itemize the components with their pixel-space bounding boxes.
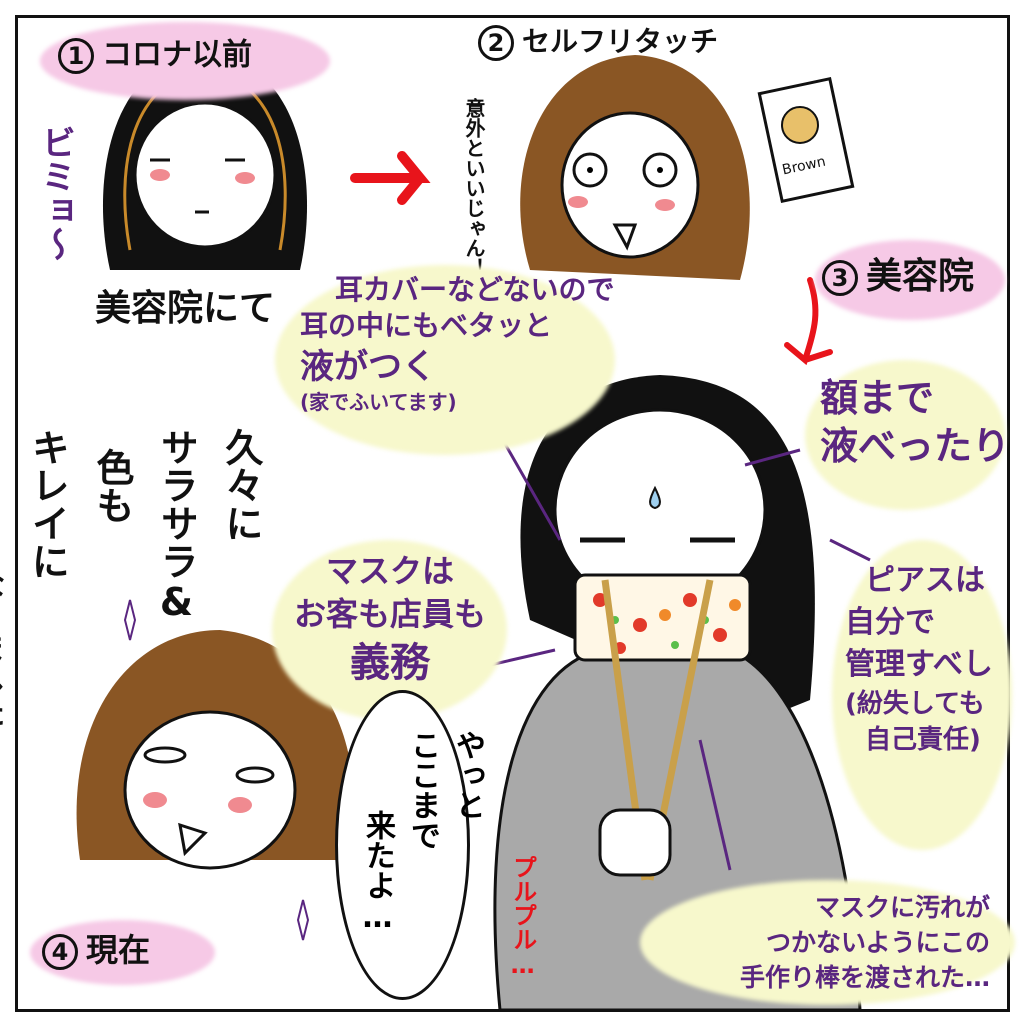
note-line: マスクは: [325, 552, 454, 590]
speech-bubble: [335, 690, 470, 1000]
note-line: 額まで: [820, 376, 935, 420]
panel-number: 3: [822, 260, 858, 296]
note-line: 耳の中にもベタッと: [300, 309, 553, 343]
woman-self-retouch: [520, 55, 750, 280]
note-ears: 耳カバーなどないので 耳の中にもベタッと 液がつく (家でふいてます): [300, 272, 614, 415]
woman-now: [76, 630, 355, 870]
arrow-right-icon: [350, 151, 431, 205]
note-forehead: 額まで 液べったり: [820, 375, 1010, 470]
note-line: 義務: [350, 640, 430, 687]
panel1-title: コロナ以前: [102, 37, 252, 73]
speech-line: ここまで: [405, 730, 440, 850]
panel1-side-text: ビミョ〜: [35, 125, 76, 261]
note-line: ピアスは: [865, 563, 985, 598]
narration-line: 久々に: [219, 428, 263, 542]
panel-number: 2: [478, 25, 514, 61]
narration-line: サラサラ&: [154, 428, 199, 624]
panel1-caption: 美容院にて: [95, 288, 276, 329]
panel2-title: セルフリタッチ: [522, 25, 719, 58]
panel-number: 1: [58, 38, 94, 74]
note-line: 耳カバーなどないので: [335, 273, 615, 306]
panel2-thought: 意外といいじゃん！: [462, 98, 486, 278]
note-line: つかないようにこの: [765, 928, 990, 957]
note-line: お客も店員も: [293, 595, 486, 634]
note-stick: マスクに汚れが つかないようにこの 手作り棒を渡された…: [660, 890, 990, 995]
woman-before-corona: [102, 52, 308, 270]
narration-line: 色も: [89, 448, 134, 524]
note-mask: マスクは お客も店員も 義務: [285, 550, 495, 690]
speech-text: やっと ここまで 来たよ…: [355, 730, 490, 990]
speech-line: やっと: [450, 730, 485, 820]
note-line: 自分で: [845, 605, 935, 640]
note-line: 液がつく: [300, 346, 436, 387]
speech-line: 来たよ…: [360, 810, 395, 935]
note-line: (家でふいてます): [300, 389, 457, 414]
note-piercing: ピアスは 自分で 管理すべし (紛失しても 自己責任): [845, 560, 993, 759]
narration-line: なりました♥: [0, 568, 7, 766]
note-line: 手作り棒を渡された…: [739, 963, 990, 992]
note-line: 液べったり: [820, 423, 1011, 468]
sfx-trembling: プルプル…: [508, 855, 537, 979]
panel4-narration: 久々に サラサラ& 色も キレイに なりました♥: [0, 428, 273, 828]
arrow-down-icon: [784, 277, 833, 366]
note-line: 自己責任): [865, 725, 981, 756]
panel4-title: 現在: [86, 931, 151, 969]
narration-line: キレイに: [25, 428, 70, 580]
sparkle-icon: [123, 599, 310, 941]
panel-number: 4: [42, 934, 78, 970]
panel3-title: 美容院: [866, 256, 975, 297]
note-line: マスクに汚れが: [814, 893, 990, 922]
note-line: 管理すべし: [845, 647, 993, 682]
hair-dye-box: [757, 76, 855, 204]
note-line: (紛失しても: [845, 689, 985, 719]
